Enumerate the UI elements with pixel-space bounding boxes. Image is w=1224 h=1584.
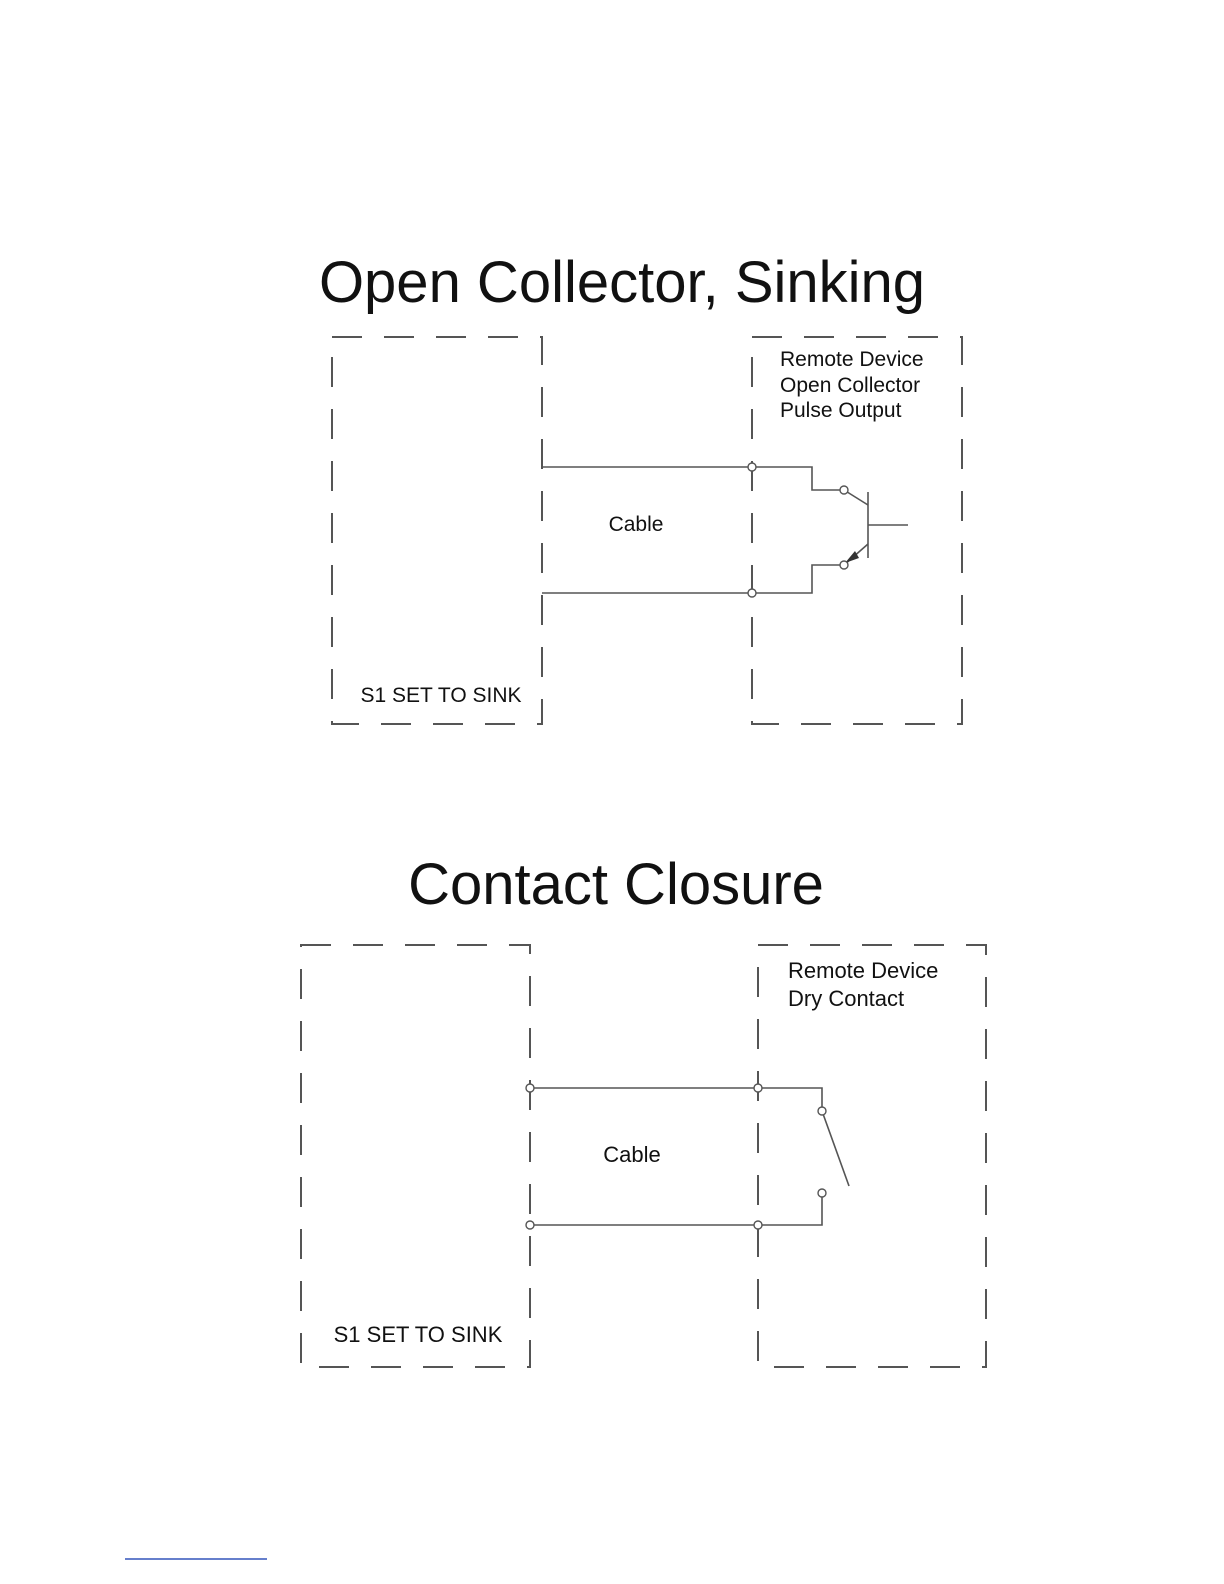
diagram-title: Contact Closure xyxy=(408,852,824,917)
controller-box xyxy=(301,945,530,1367)
box-label: S1 SET TO SINK xyxy=(360,684,521,707)
open-collector-diagram: Open Collector, Sinking Remote Device Op… xyxy=(319,250,962,724)
terminal-icon xyxy=(840,486,848,494)
cable-label: Cable xyxy=(609,513,664,536)
terminal-icon xyxy=(754,1221,762,1229)
contact-closure-diagram: Contact Closure Remote Device Dry Contac… xyxy=(301,852,986,1367)
cable-label: Cable xyxy=(603,1142,660,1167)
remote-line-2: Open Collector xyxy=(780,374,920,397)
remote-line-1: Remote Device xyxy=(788,958,938,983)
terminal-icon xyxy=(818,1189,826,1197)
terminal-icon xyxy=(748,589,756,597)
cable-wire-bottom xyxy=(542,565,844,593)
cable-wire-top xyxy=(542,467,844,490)
cable-wire-bottom xyxy=(530,1193,822,1225)
terminal-icon xyxy=(748,463,756,471)
transistor-icon xyxy=(844,490,908,565)
remote-line-1: Remote Device xyxy=(780,348,924,371)
terminal-icon xyxy=(526,1221,534,1229)
terminal-icon xyxy=(818,1107,826,1115)
box-label: S1 SET TO SINK xyxy=(334,1322,503,1347)
terminal-icon xyxy=(526,1084,534,1092)
switch-contact-icon xyxy=(822,1111,849,1186)
remote-line-3: Pulse Output xyxy=(780,399,902,422)
diagram-title: Open Collector, Sinking xyxy=(319,250,925,315)
remote-line-2: Dry Contact xyxy=(788,986,904,1011)
terminal-icon xyxy=(754,1084,762,1092)
cable-wire-top xyxy=(530,1088,822,1111)
controller-box xyxy=(332,337,542,724)
terminal-icon xyxy=(840,561,848,569)
